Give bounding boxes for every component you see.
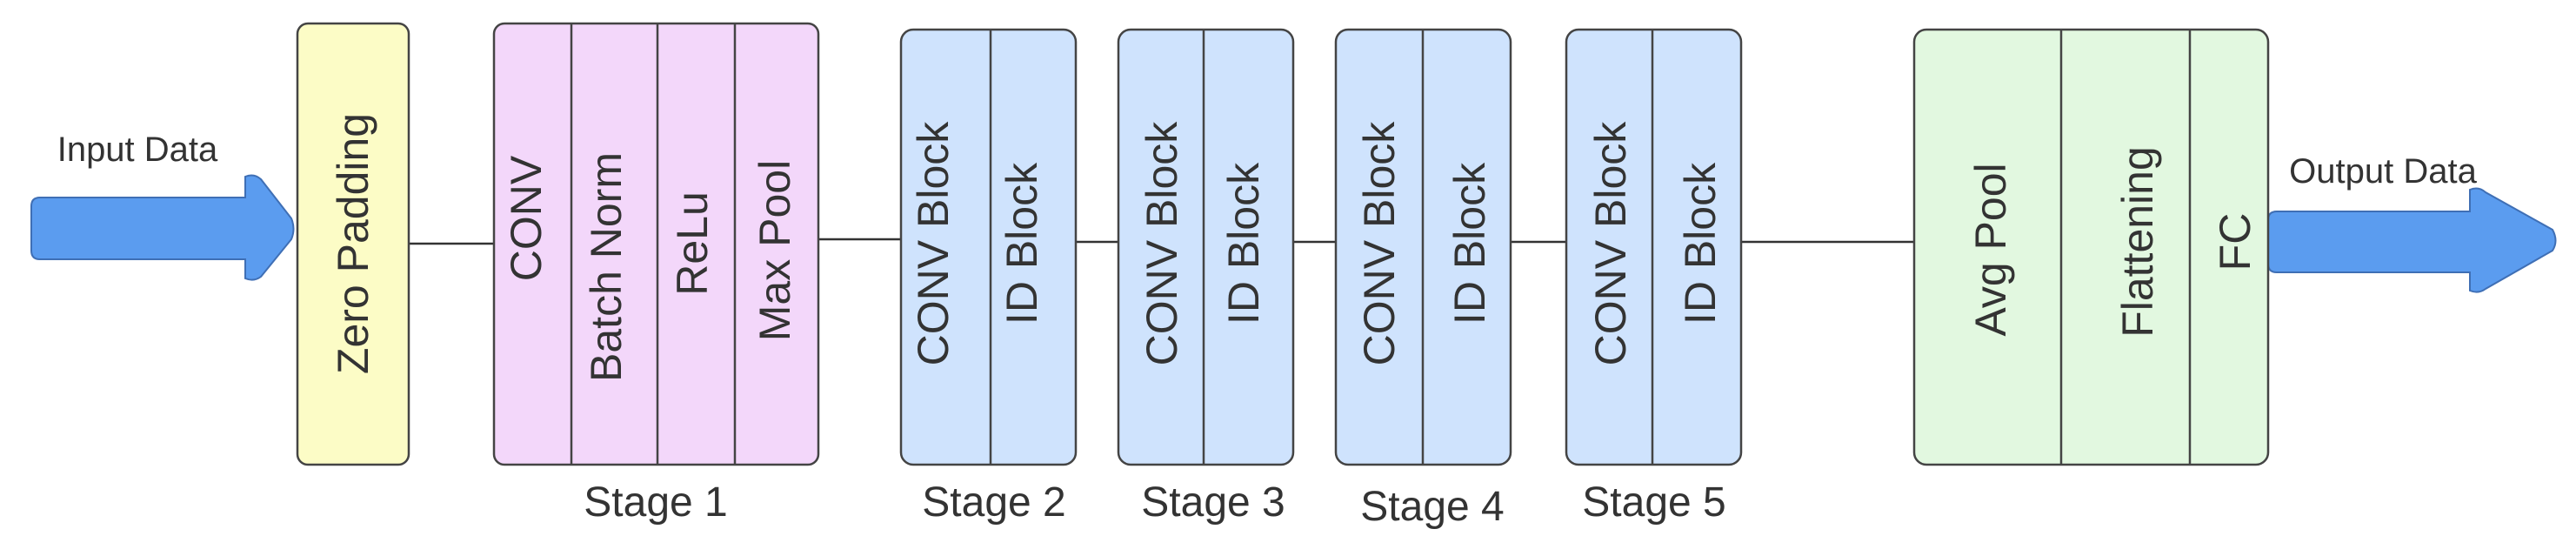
stage-2-layer-conv-block: CONV Block (909, 121, 958, 366)
stage-1-box (492, 22, 820, 466)
stage-2-layer-id-block: ID Block (998, 162, 1046, 325)
zero-padding-block: Zero Padding (296, 22, 410, 466)
stage-1-layer-conv: CONV (502, 155, 551, 281)
classifier-head-box (1912, 28, 2270, 466)
stage-5-layer-conv-block: CONV Block (1586, 121, 1635, 366)
stage-2-box (899, 28, 1078, 466)
zero-padding-label: Zero Padding (329, 113, 377, 374)
head-layer-avg-pool: Avg Pool (1966, 163, 2015, 336)
stage-5-box (1565, 28, 1743, 466)
stage-5-label: Stage 5 (1582, 479, 1725, 526)
output-arrow-icon (2267, 187, 2557, 293)
stage-3-layer-conv-block: CONV Block (1138, 121, 1186, 366)
stage-3-block: CONV Block ID Block Stage 3 (1117, 28, 1295, 526)
classifier-head-block: Avg Pool Flattening FC (1912, 28, 2270, 466)
stage-1-block: CONV Batch Norm ReLu Max Pool Stage 1 (492, 22, 820, 526)
stage-1-layer-max-pool: Max Pool (751, 160, 799, 341)
input-arrow-icon (30, 174, 295, 281)
stage-1-layer-relu: ReLu (668, 191, 717, 296)
stage-3-box (1117, 28, 1295, 466)
stage-3-layer-id-block: ID Block (1219, 162, 1268, 325)
stage-3-label: Stage 3 (1141, 479, 1285, 526)
stage-1-label: Stage 1 (584, 479, 727, 526)
stage-1-layer-batch-norm: Batch Norm (582, 152, 631, 382)
head-layer-fc: FC (2211, 213, 2259, 271)
stage-2-label: Stage 2 (922, 479, 1065, 526)
head-layer-flattening: Flattening (2113, 146, 2162, 338)
stage-5-block: CONV Block ID Block Stage 5 (1565, 28, 1743, 526)
output-data-label: Output Data (2289, 152, 2477, 191)
stage-4-block: CONV Block ID Block Stage 4 (1334, 28, 1512, 530)
stage-4-layer-conv-block: CONV Block (1355, 121, 1404, 366)
stage-5-layer-id-block: ID Block (1676, 162, 1725, 325)
input-data-label: Input Data (57, 131, 218, 169)
zero-padding-box (296, 22, 410, 466)
stage-4-layer-id-block: ID Block (1445, 162, 1494, 325)
stage-4-label: Stage 4 (1360, 484, 1504, 530)
connector-lines (409, 238, 1914, 245)
stage-2-block: CONV Block ID Block Stage 2 (899, 28, 1078, 526)
